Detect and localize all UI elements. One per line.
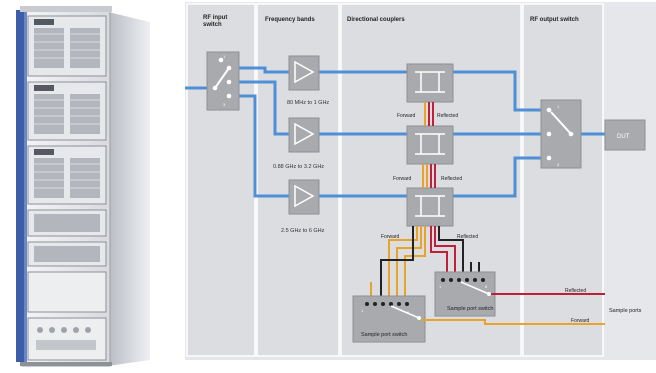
sample-port-switch-2-label: Sample port switch xyxy=(447,306,493,312)
label-reflected-2: Reflected xyxy=(441,176,462,182)
band-label-2: 0.88 GHz to 3.2 GHz xyxy=(273,164,324,170)
header-directional-couplers: Directional couplers xyxy=(347,17,405,23)
directional-coupler-3 xyxy=(407,188,453,226)
sample-port-switch-1: 1 6 Sample port switch xyxy=(353,296,425,342)
label-forward-2: Forward xyxy=(393,176,412,182)
band-label-3: 2.5 GHz to 6 GHz xyxy=(281,228,325,234)
rack-rail-left xyxy=(16,10,24,362)
amplifier-rack-image xyxy=(0,0,170,368)
dut-label: DUT xyxy=(617,134,630,140)
output-label-forward: Forward xyxy=(571,318,590,324)
dut-block: DUT xyxy=(605,120,645,150)
directional-coupler-1 xyxy=(407,64,453,102)
header-frequency-bands: Frequency bands xyxy=(265,17,315,23)
label-forward-1: Forward xyxy=(397,113,416,119)
output-label-reflected: Reflected xyxy=(565,288,586,294)
sample-port-switch-2: 1 6 Sample port switch xyxy=(435,272,495,316)
rf-input-switch: 1 3 xyxy=(207,52,239,110)
amplifier-band-2 xyxy=(289,118,319,152)
header-rf-output-switch: RF output switch xyxy=(530,17,579,23)
amplifier-band-3 xyxy=(289,180,319,214)
rack-side-panel xyxy=(108,12,150,366)
directional-coupler-2 xyxy=(407,126,453,164)
rf-output-switch: 1 3 xyxy=(541,100,581,168)
sample-port-switch-1-label: Sample port switch xyxy=(361,332,407,338)
label-reflected-1: Reflected xyxy=(437,113,458,119)
output-label-sample-ports: Sample ports xyxy=(609,308,642,314)
amplifier-band-1 xyxy=(289,56,319,90)
band-label-1: 80 MHz to 1 GHz xyxy=(287,100,329,106)
